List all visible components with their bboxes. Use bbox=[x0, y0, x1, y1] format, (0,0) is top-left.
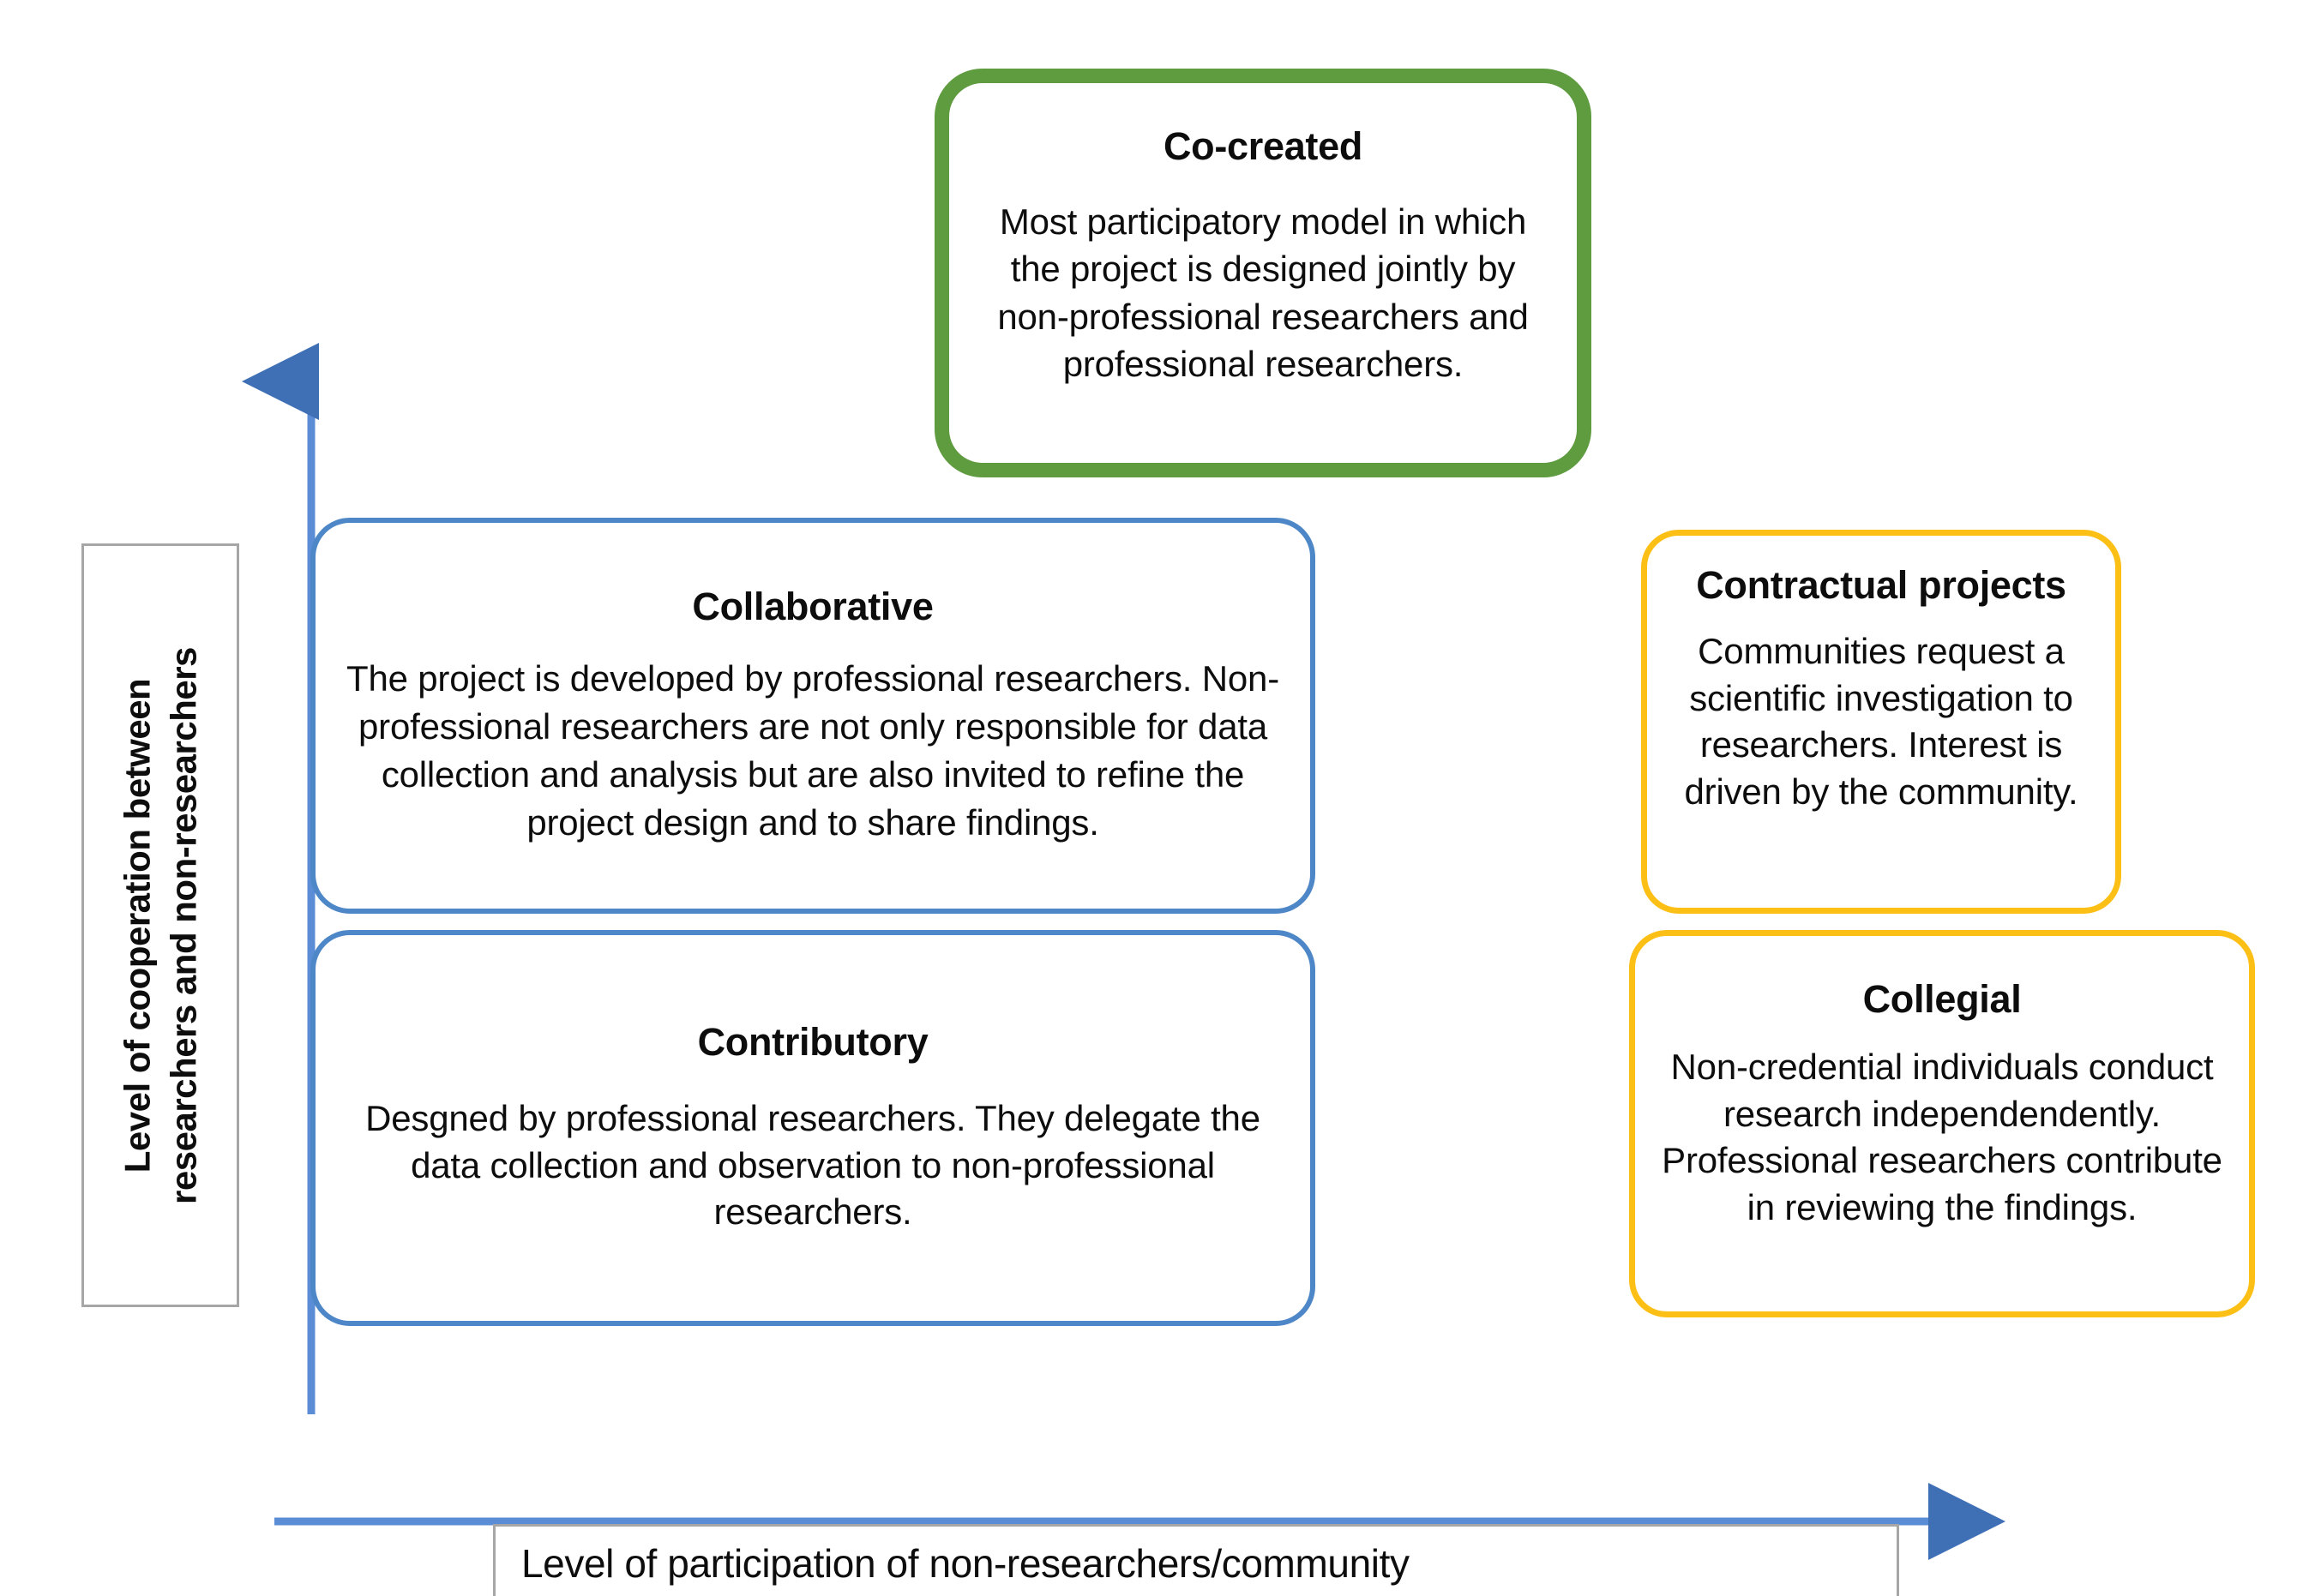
y-axis-label-text: Level of cooperation between researchers… bbox=[114, 549, 207, 1303]
y-axis-label-box: Level of cooperation between researchers… bbox=[81, 543, 239, 1307]
model-box-collegial[interactable]: Collegial Non-credential individuals con… bbox=[1629, 930, 2255, 1317]
x-axis-label-text: Level of participation of non-researcher… bbox=[521, 1541, 1410, 1586]
model-description-collaborative: The project is developed by professional… bbox=[346, 658, 1279, 843]
model-box-co-created[interactable]: Co-created Most participatory model in w… bbox=[935, 69, 1591, 477]
model-description-contractual-projects: Communities request a scientific investi… bbox=[1684, 631, 2078, 812]
model-box-contributory[interactable]: Contributory Desgned by professional res… bbox=[310, 930, 1315, 1326]
y-axis-label-line-2: researchers and non-researchers bbox=[163, 646, 203, 1204]
model-title-collegial: Collegial bbox=[1862, 977, 2022, 1021]
model-description-contributory: Desgned by professional researchers. The… bbox=[365, 1098, 1260, 1233]
model-description-collegial: Non-credential individuals conduct resea… bbox=[1662, 1047, 2222, 1227]
model-box-collaborative[interactable]: Collaborative The project is developed b… bbox=[310, 518, 1315, 914]
x-axis-label-box: Level of participation of non-researcher… bbox=[493, 1524, 1899, 1596]
model-title-collaborative: Collaborative bbox=[692, 585, 934, 629]
model-title-co-created: Co-created bbox=[1163, 124, 1363, 168]
model-title-contractual-projects: Contractual projects bbox=[1696, 563, 2066, 607]
model-description-co-created: Most participatory model in which the pr… bbox=[997, 201, 1529, 385]
y-axis-label-line-1: Level of cooperation between bbox=[117, 678, 158, 1173]
model-title-contributory: Contributory bbox=[697, 1020, 929, 1065]
model-box-contractual-projects[interactable]: Contractual projects Communities request… bbox=[1641, 530, 2121, 914]
